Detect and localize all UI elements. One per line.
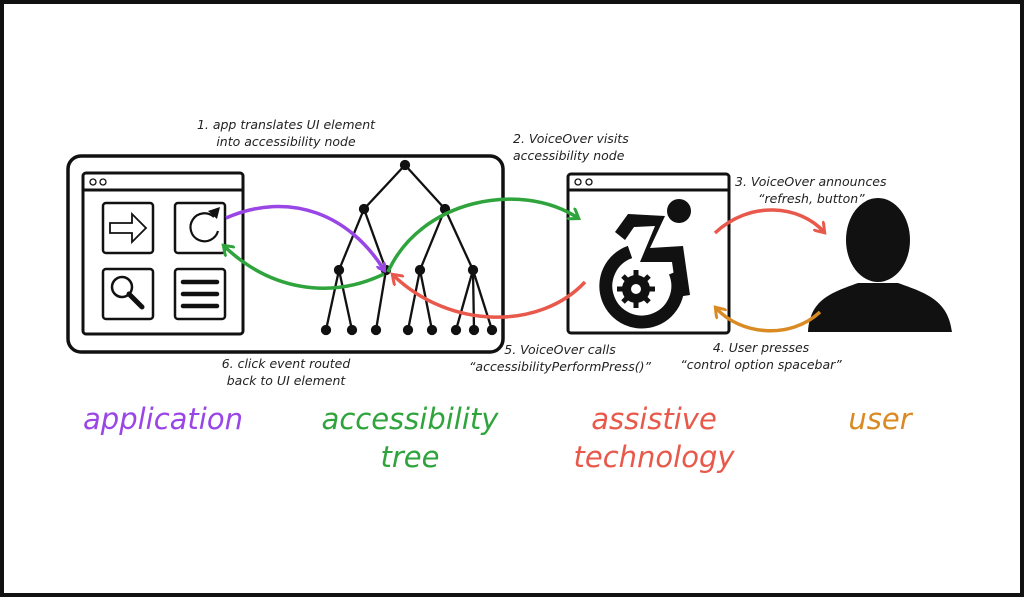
search-button[interactable] — [101, 267, 155, 321]
application-container — [66, 154, 505, 354]
arrow-button[interactable] — [101, 201, 155, 255]
arrow-step3 — [713, 208, 824, 233]
step4-line1: 4. User presses — [713, 340, 810, 355]
label-tree-line2: tree — [381, 440, 440, 474]
step5-caption: 5. VoiceOver calls “accessibilityPerform… — [469, 342, 652, 374]
arrow-right-icon — [109, 211, 148, 245]
step5-line2: “accessibilityPerformPress()” — [469, 359, 652, 374]
step1-line2: into accessibility node — [216, 134, 356, 149]
step6-line1: 6. click event routed — [222, 356, 351, 371]
gear-icon — [617, 270, 655, 308]
arrow-step4 — [716, 308, 822, 333]
search-icon — [110, 275, 145, 310]
arrow-step6 — [224, 246, 385, 290]
step4-caption: 4. User presses “control option spacebar… — [680, 340, 842, 372]
accessibility-tree — [320, 159, 498, 336]
step2-line1: 2. VoiceOver visits — [513, 131, 629, 146]
arrow-step2 — [386, 197, 578, 273]
user-silhouette-icon — [808, 198, 952, 332]
step1-caption: 1. app translates UI element into access… — [197, 117, 376, 149]
refresh-icon — [189, 212, 220, 243]
label-at-line1: assistive — [591, 402, 717, 436]
step6-caption: 6. click event routed back to UI element — [222, 356, 351, 388]
step6-line2: back to UI element — [227, 373, 347, 388]
menu-icon — [180, 279, 220, 309]
step2-caption: 2. VoiceOver visits accessibility node — [513, 131, 629, 163]
label-at-line2: technology — [573, 440, 735, 474]
accessibility-wheelchair-icon — [599, 199, 691, 329]
menu-button[interactable] — [173, 267, 227, 321]
label-tree-line1: accessibility — [322, 402, 500, 436]
refresh-button[interactable] — [173, 201, 227, 255]
label-application: application — [83, 402, 243, 436]
step3-caption: 3. VoiceOver announces “refresh, button” — [735, 174, 887, 206]
step3-line1: 3. VoiceOver announces — [735, 174, 887, 189]
step4-line2: “control option spacebar” — [680, 357, 842, 372]
step5-line1: 5. VoiceOver calls — [504, 342, 616, 357]
label-user: user — [848, 402, 913, 436]
step2-line2: accessibility node — [513, 148, 625, 163]
arrow-step5 — [393, 275, 587, 319]
arrow-step1 — [225, 204, 384, 270]
step3-line2: “refresh, button” — [758, 191, 865, 206]
step1-line1: 1. app translates UI element — [197, 117, 376, 132]
